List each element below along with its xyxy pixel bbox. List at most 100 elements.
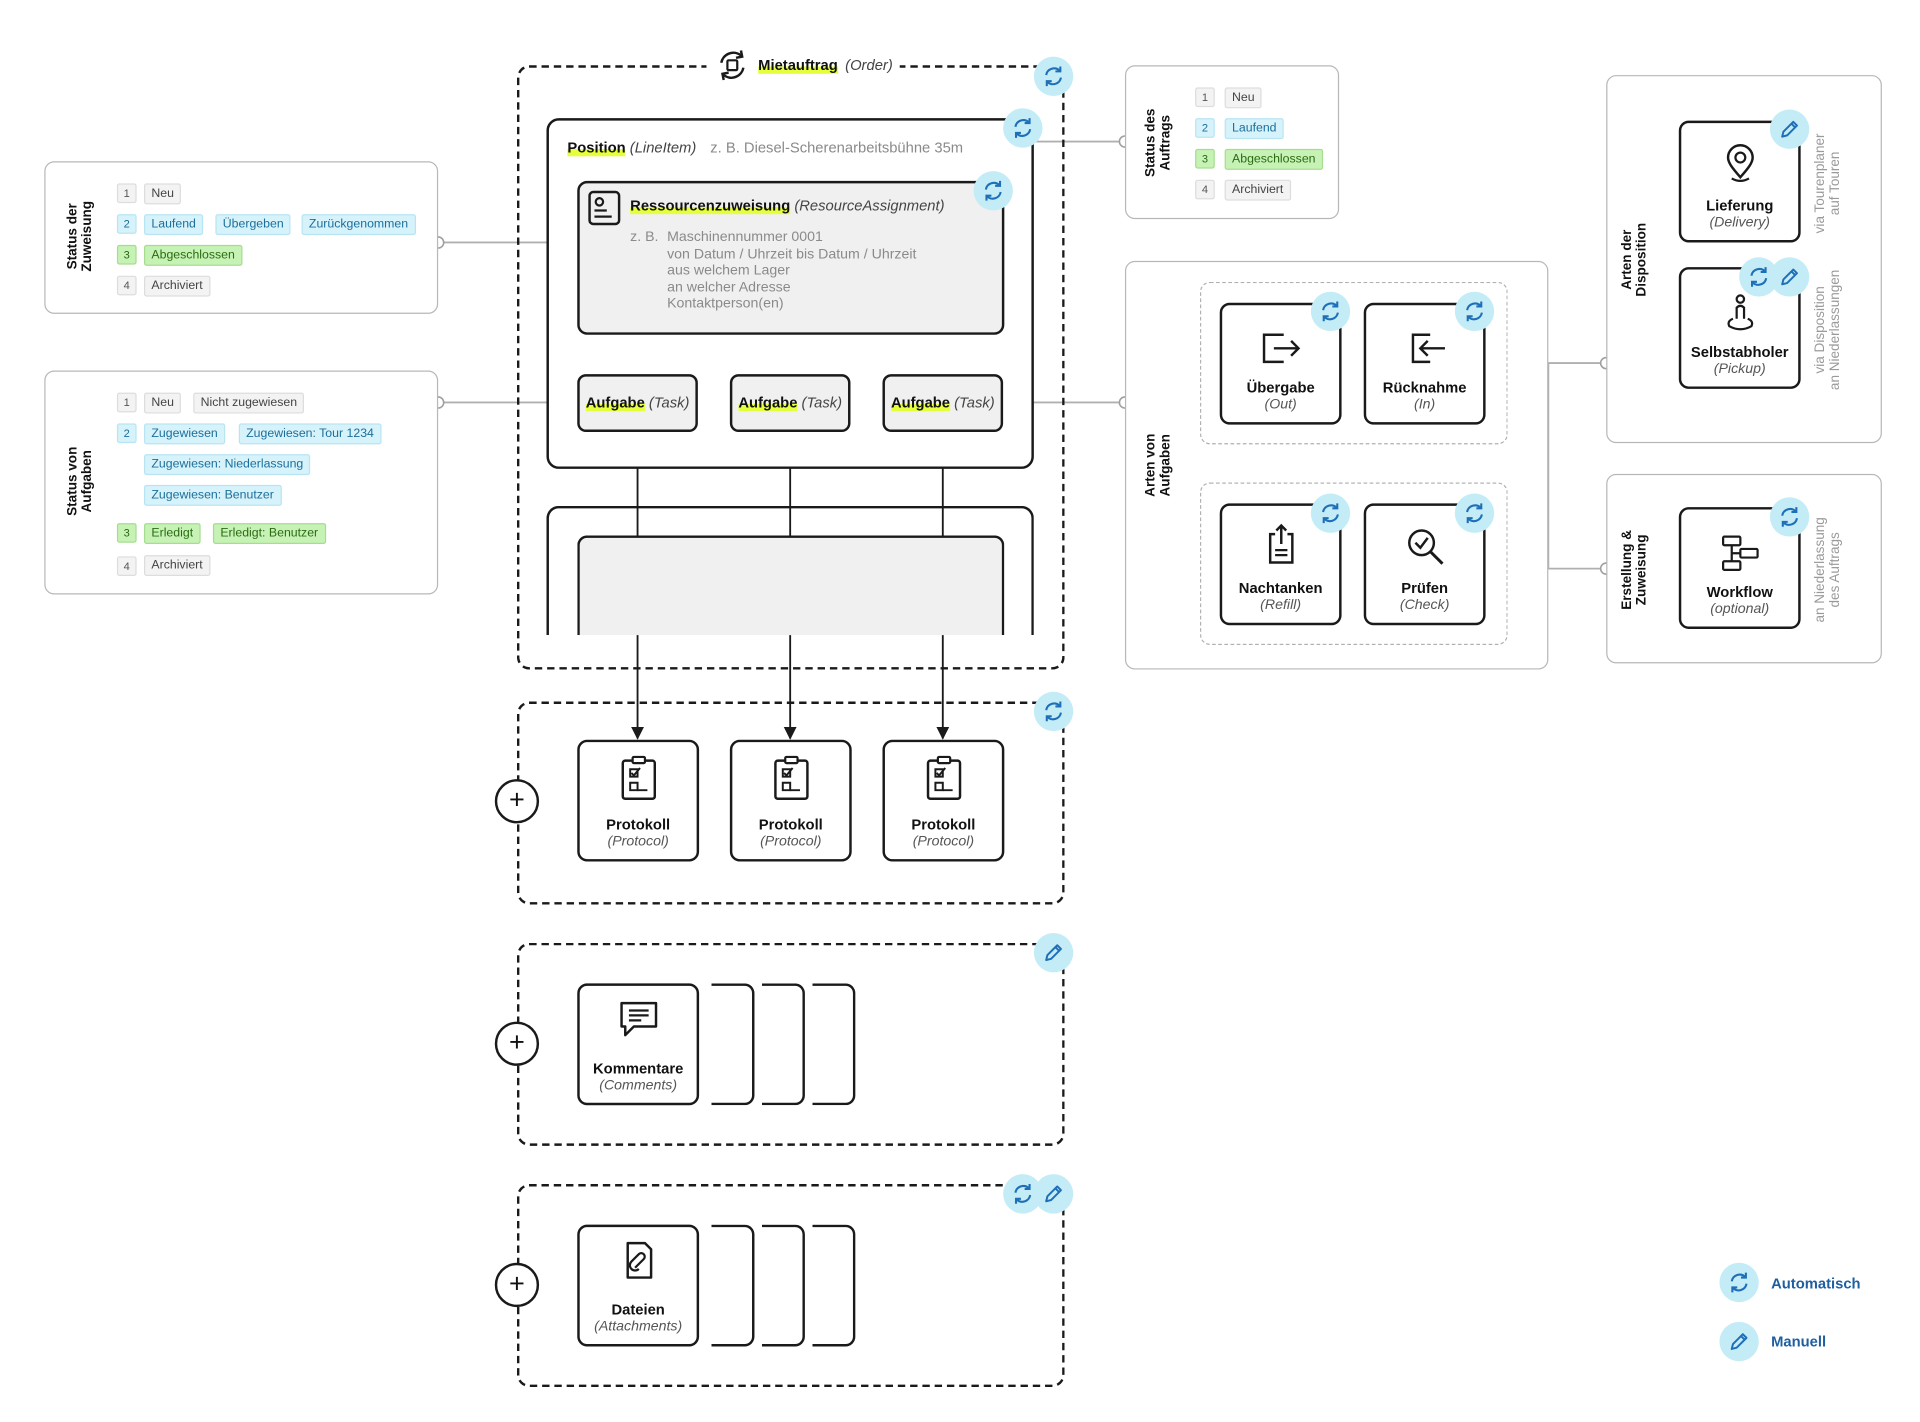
task-box-2[interactable]: Aufgabe (Task) xyxy=(729,374,851,433)
position-title-en: (LineItem) xyxy=(629,139,697,157)
refresh-icon xyxy=(1322,301,1339,322)
assignment-detail-line: Kontaktperson(en) xyxy=(667,297,784,312)
paperclip-file-icon xyxy=(625,1241,652,1279)
pencil-icon xyxy=(1781,268,1798,286)
delivery-manual-badge[interactable] xyxy=(1769,109,1810,149)
protocols-auto-badge[interactable] xyxy=(1033,691,1074,732)
delivery-card[interactable]: Lieferung (Delivery) xyxy=(1678,120,1801,243)
protocol-title-en: (Protocol) xyxy=(607,834,669,850)
workflow-icon xyxy=(1721,535,1759,571)
legend-auto-badge xyxy=(1719,1262,1759,1303)
assignment-title: Ressourcenzuweisung xyxy=(630,196,791,215)
comments-manual-badge[interactable] xyxy=(1033,932,1074,973)
protocol-icon-wrap xyxy=(885,755,1002,801)
return-title-en: (In) xyxy=(1414,397,1436,413)
creation-note: an Niederlassung des Auftrags xyxy=(1813,508,1845,631)
protocol-card[interactable]: Protokoll(Protocol) xyxy=(577,739,700,862)
order-title: Mietauftrag xyxy=(758,56,838,74)
status-tag: Neu xyxy=(144,392,182,413)
status-tag: Archiviert xyxy=(144,275,211,297)
status-order-label: Status des Auftrags xyxy=(1143,87,1175,198)
status-number: 3 xyxy=(116,523,137,543)
location-pin-icon xyxy=(1726,144,1754,183)
protocol-title-en: (Protocol) xyxy=(912,834,975,850)
status-tag: Übergeben xyxy=(215,213,292,235)
status-assignment-label: Status der Zuweisung xyxy=(65,181,97,292)
status-tag: Erledigt xyxy=(144,522,201,544)
status-tag: Nicht zugewiesen xyxy=(193,392,305,413)
task-title: Aufgabe xyxy=(585,393,645,412)
protocol-title: Protokoll xyxy=(606,816,671,834)
legend-manual-label: Manuell xyxy=(1771,1332,1827,1351)
dispatch-note-1-line1: via Tourenplaner xyxy=(1812,133,1828,234)
check-auto-badge[interactable] xyxy=(1454,493,1495,533)
assignment-auto-badge[interactable] xyxy=(973,171,1013,211)
status-assignment-label-line2: Zuweisung xyxy=(80,200,95,272)
refresh-icon xyxy=(1730,1272,1748,1293)
checklist-icon xyxy=(620,755,656,801)
pickup-title-en: (Pickup) xyxy=(1713,361,1766,377)
comments-card[interactable]: Kommentare (Comments) xyxy=(577,983,700,1106)
handover-auto-badge[interactable] xyxy=(1310,291,1351,332)
creation-label-line1: Erstellung & xyxy=(1619,529,1635,610)
legend-auto-label: Automatisch xyxy=(1771,1275,1861,1293)
stacked-card xyxy=(711,983,755,1106)
return-auto-badge[interactable] xyxy=(1454,291,1495,332)
status-assignment-label-line1: Status der xyxy=(65,203,81,270)
protocol-title-en: (Protocol) xyxy=(760,834,822,850)
stacked-card xyxy=(761,983,805,1106)
status-number: 4 xyxy=(116,275,137,296)
return-title: Rücknahme xyxy=(1382,379,1467,397)
order-auto-badge[interactable] xyxy=(1033,56,1074,97)
status-tag: Neu xyxy=(144,182,182,204)
task-types-label: Arten von Aufgaben xyxy=(1143,410,1175,521)
protocol-card[interactable]: Protokoll(Protocol) xyxy=(729,739,852,862)
protocol-card[interactable]: Protokoll(Protocol) xyxy=(882,739,1005,862)
protocol-title: Protokoll xyxy=(758,816,823,834)
handover-title: Übergabe xyxy=(1246,379,1315,397)
checklist-icon xyxy=(773,755,809,801)
status-number: 2 xyxy=(116,423,137,444)
attachments-title: Dateien xyxy=(611,1300,665,1319)
refresh-icon xyxy=(1045,66,1062,87)
status-number: 3 xyxy=(1195,148,1215,169)
assignment-example-prefix: z. B. xyxy=(630,230,659,245)
protocol-icon-wrap xyxy=(580,755,697,801)
task-box-1[interactable]: Aufgabe (Task) xyxy=(577,374,698,433)
pencil-icon xyxy=(1045,944,1062,962)
add-protocol-button[interactable]: + xyxy=(494,779,540,824)
dispatch-note-2-line2: an Niederlassungen xyxy=(1827,269,1843,391)
workflow-auto-badge[interactable] xyxy=(1769,497,1810,537)
add-attachment-button[interactable]: + xyxy=(494,1262,540,1308)
checklist-icon xyxy=(926,755,961,801)
attachments-manual-badge[interactable] xyxy=(1033,1174,1074,1214)
task-title: Aufgabe xyxy=(738,393,798,412)
dispatch-note-1-line2: auf Touren xyxy=(1827,151,1843,216)
status-number: 4 xyxy=(1195,179,1215,200)
status-tag: Zugewiesen: Tour 1234 xyxy=(238,422,382,444)
creation-note-line2: des Auftrags xyxy=(1827,532,1843,608)
task-types-group-1 xyxy=(1200,281,1508,445)
attachments-card[interactable]: Dateien (Attachments) xyxy=(577,1224,700,1347)
dispatch-note-2: via Disposition an Niederlassungen xyxy=(1813,268,1845,391)
exit-arrow-icon xyxy=(1262,333,1300,364)
refresh-icon xyxy=(1750,267,1768,287)
status-number: 1 xyxy=(1195,87,1215,108)
pencil-icon xyxy=(1781,120,1798,138)
order-cycle-icon xyxy=(720,50,745,81)
pickup-title: Selbstabholer xyxy=(1690,343,1789,361)
status-tag: Archiviert xyxy=(144,555,211,577)
pickup-manual-badge[interactable] xyxy=(1769,257,1810,297)
creation-label-line2: Zuweisung xyxy=(1634,534,1650,606)
dispatch-label-line2: Disposition xyxy=(1634,222,1650,297)
assignment-title-en: (ResourceAssignment) xyxy=(794,196,945,215)
position-auto-badge[interactable] xyxy=(1003,108,1043,148)
delivery-title-en: (Delivery) xyxy=(1709,215,1771,231)
refill-auto-badge[interactable] xyxy=(1310,493,1351,533)
handover-title-en: (Out) xyxy=(1264,397,1297,413)
id-card-icon xyxy=(588,190,621,226)
task-box-3[interactable]: Aufgabe (Task) xyxy=(882,374,1004,433)
add-comment-button[interactable]: + xyxy=(494,1021,540,1066)
